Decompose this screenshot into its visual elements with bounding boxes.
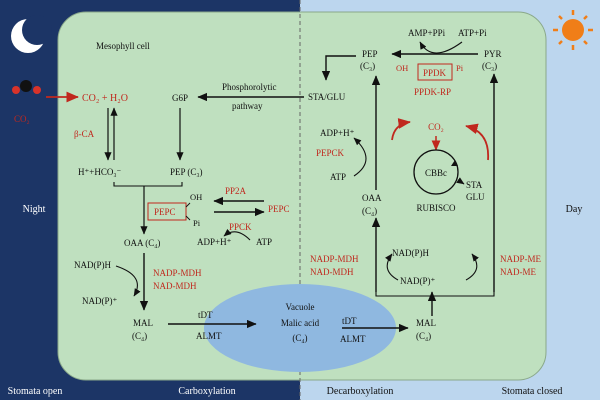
- nadp-me-enzyme: NADP-ME: [500, 254, 542, 264]
- oaa-right-c4-label: (C₄): [362, 206, 377, 216]
- nadp-left-label: NAD(P)⁺: [82, 296, 117, 306]
- bracket-join: [113, 182, 183, 187]
- nadph-left-label: NAD(P)H: [74, 260, 111, 270]
- cbbc-label: CBBc: [425, 168, 447, 178]
- pep-left-label: PEP (C₃): [170, 167, 203, 177]
- amp-ppi-label: AMP+PPi: [408, 28, 446, 38]
- day-label: Day: [566, 204, 583, 215]
- mesophyll-cell: [57, 11, 547, 381]
- nadp-mdh-right-enzyme: NADP-MDH: [310, 254, 359, 264]
- co2-molecule-icon: [12, 80, 41, 94]
- pyr-c3-label: (C₃): [482, 61, 497, 71]
- sun-icon: [553, 10, 593, 50]
- almt-left-label: ALMT: [196, 331, 222, 341]
- ppdk-oh-label: OH: [396, 63, 408, 73]
- calvin-cycle-arrowhead: [451, 160, 458, 166]
- pepc-product-label: PEPC: [268, 204, 290, 214]
- pyr-label: PYR: [484, 49, 502, 59]
- pepc-box: [147, 202, 187, 221]
- rubisco-label: RUBISCO: [416, 203, 456, 213]
- nadph-right-label: NAD(P)H: [392, 248, 429, 258]
- atp-label-left: ATP: [256, 237, 272, 247]
- carboxylation-label: Carboxylation: [178, 386, 235, 397]
- oaa-right-label: OAA: [362, 193, 382, 203]
- mal-left-label: MAL: [133, 318, 153, 328]
- adp-h-label-left: ADP+H⁺: [197, 237, 232, 247]
- pepc-oh-label: OH: [190, 192, 202, 202]
- glu-right-label: GLU: [466, 192, 485, 202]
- adp-h-right-label: ADP+H⁺: [320, 128, 355, 138]
- ppdk-box: [417, 63, 453, 81]
- vacuole: [204, 284, 396, 372]
- night-label: Night: [23, 204, 46, 215]
- nadp-to-nadph-arrow-left: [385, 253, 399, 281]
- tdt-right-label: tDT: [342, 316, 357, 326]
- nadp-to-nadph-arrow-right: [465, 253, 479, 281]
- mal-right-label: MAL: [416, 318, 436, 328]
- bracket-split: [375, 292, 495, 297]
- h-hco3-label: H⁺+HCO₃⁻: [78, 167, 121, 177]
- co2-release-arrow-left: [391, 118, 411, 141]
- phosphorolytic-label: Phosphorolytic: [222, 82, 277, 92]
- moon-icon: [11, 15, 52, 53]
- pp2a-enzyme: PP2A: [225, 186, 247, 196]
- vacuole-label: Vacuole: [286, 302, 315, 312]
- stomata-closed-label: Stomata closed: [502, 386, 563, 397]
- ppck-atp-arrow: [223, 228, 251, 241]
- ppck-enzyme: PPCK: [229, 222, 252, 232]
- nadph-cofactor-arrow: [115, 265, 141, 297]
- pathway-label: pathway: [232, 101, 263, 111]
- nadp-mdh-left-enzyme: NADP-MDH: [153, 268, 202, 278]
- atp-right-label: ATP: [330, 172, 346, 182]
- stomata-open-label: Stomata open: [8, 386, 63, 397]
- pepck-atp-arrow: [353, 137, 367, 177]
- pepck-enzyme: PEPCK: [316, 148, 345, 158]
- oh-bond: [185, 202, 191, 208]
- calvin-cycle: [413, 149, 459, 195]
- g6p-label: G6P: [172, 93, 188, 103]
- pi-bond: [185, 215, 191, 221]
- beta-ca-enzyme: β-CA: [74, 129, 95, 139]
- tdt-left-label: tDT: [198, 310, 213, 320]
- cycle-to-sta-arrow: [456, 177, 465, 185]
- pep-right-label: PEP: [362, 49, 378, 59]
- malic-acid-c4-label: (C₄): [292, 333, 307, 343]
- co2-h2o-label: CO₂ + H₂O: [82, 93, 128, 104]
- nad-mdh-left-enzyme: NAD-MDH: [153, 281, 197, 291]
- sta-right-label: STA: [466, 180, 483, 190]
- oaa-left-label: OAA (C₄): [124, 238, 160, 248]
- sta-glu-label: STA/GLU: [308, 92, 346, 102]
- co2-released-label: CO₂: [428, 122, 444, 132]
- ppdk-box-label: PPDK: [423, 68, 447, 78]
- pepc-box-label: PEPC: [154, 207, 176, 217]
- co2-input-label: CO₂: [14, 114, 30, 124]
- mesophyll-label: Mesophyll cell: [96, 41, 150, 51]
- malic-acid-label: Malic acid: [281, 318, 320, 328]
- nad-mdh-right-enzyme: NAD-MDH: [310, 267, 354, 277]
- pep-to-sta-arrow: [321, 55, 356, 81]
- decarboxylation-label: Decarboxylation: [327, 386, 394, 397]
- ppdk-pi-label: Pi: [456, 63, 464, 73]
- mal-right-c4-label: (C₄): [416, 331, 431, 341]
- almt-right-label: ALMT: [340, 334, 366, 344]
- nadp-right-label: NAD(P)⁺: [400, 276, 435, 286]
- pepc-pi-label: Pi: [193, 218, 201, 228]
- ppdk-atp-arrow: [419, 41, 463, 54]
- pep-right-c3-label: (C₃): [360, 61, 375, 71]
- co2-release-arrow-right: [465, 123, 489, 161]
- ppdk-rp-enzyme: PPDK-RP: [414, 87, 451, 97]
- atp-pi-label: ATP+Pi: [458, 28, 487, 38]
- nad-me-enzyme: NAD-ME: [500, 267, 536, 277]
- mal-left-c4-label: (C₄): [132, 331, 147, 341]
